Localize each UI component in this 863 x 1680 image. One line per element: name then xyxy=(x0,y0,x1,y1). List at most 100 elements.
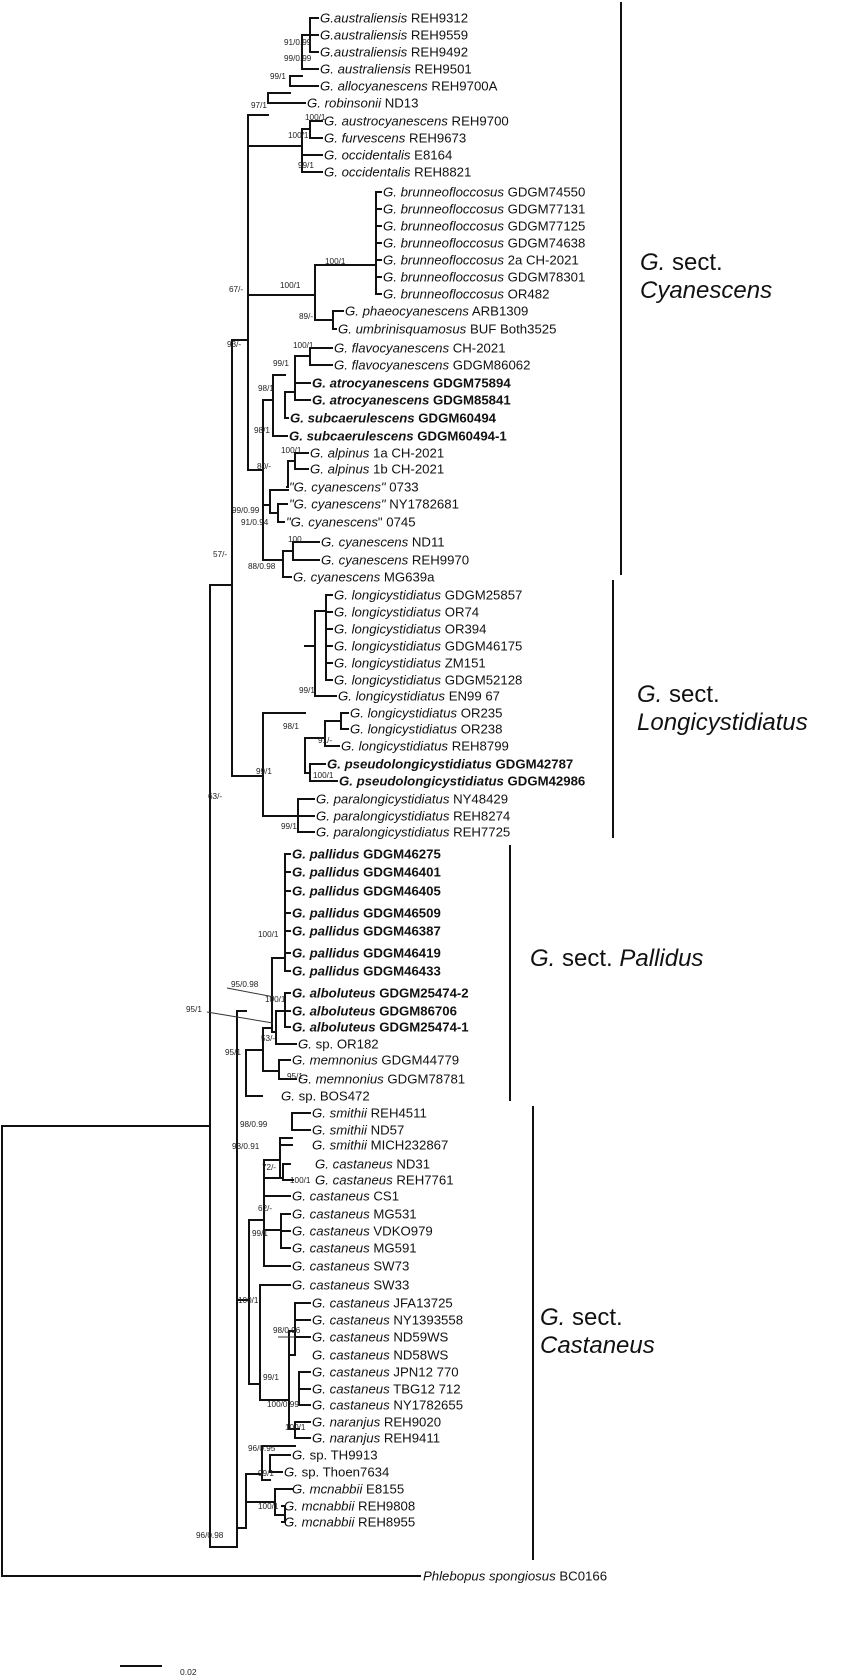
support-value: 100/1 xyxy=(305,113,326,122)
section-name: Cyanescens xyxy=(640,277,772,304)
tip-epithet: cyanescens xyxy=(339,553,409,568)
tip-epithet: australiensis xyxy=(334,11,408,26)
tip-genus: G. xyxy=(312,1123,330,1138)
tip-epithet: pallidus xyxy=(309,847,360,862)
tip-genus: G. xyxy=(312,1330,330,1345)
tip-epithet: castaneus xyxy=(333,1157,394,1172)
tip-voucher: REH7761 xyxy=(393,1173,454,1188)
tip-label: G. castaneus SW33 xyxy=(292,1278,409,1293)
tip-voucher: MICH232867 xyxy=(367,1138,448,1153)
tip-voucher: ZM151 xyxy=(441,656,486,671)
tip-genus: G. xyxy=(292,1224,310,1239)
tip-label: G. furvescens REH9673 xyxy=(324,131,466,146)
tip-epithet: longicystidiatus xyxy=(352,673,442,688)
tip-genus: G. xyxy=(320,28,334,43)
tip-label: G. sp. TH9913 xyxy=(292,1448,378,1463)
tip-label: G. alboluteus GDGM25474-2 xyxy=(292,986,469,1001)
tip-genus: G. xyxy=(292,924,310,939)
tip-epithet: robinsonii xyxy=(325,96,383,111)
section-genus: G. xyxy=(640,249,665,276)
support-value: 99/1 xyxy=(299,686,315,695)
tip-epithet: atrocyanescens xyxy=(330,376,430,391)
tip-epithet: brunneofloccosus xyxy=(401,185,505,200)
tip-voucher: SW33 xyxy=(370,1278,410,1293)
tip-epithet: brunneofloccosus xyxy=(401,253,505,268)
tip-voucher: GDGM74638 xyxy=(504,236,585,251)
tip-epithet: smithii xyxy=(330,1123,368,1138)
tip-voucher: REH9970 xyxy=(408,553,469,568)
tip-label: G. castaneus JFA13725 xyxy=(312,1296,453,1311)
support-value: 100/1 xyxy=(280,281,301,290)
tip-voucher: GDGM46387 xyxy=(359,924,440,939)
tip-genus: G. xyxy=(312,1415,330,1430)
tip-epithet: pseudolongicystidiatus xyxy=(344,757,492,772)
tip-label: G. castaneus ND58WS xyxy=(312,1348,449,1363)
tip-label: G. pallidus GDGM46387 xyxy=(292,924,441,939)
tip-genus: G. xyxy=(324,165,342,180)
tip-voucher: sp. BOS472 xyxy=(299,1089,370,1104)
tip-epithet: subcaerulescens xyxy=(308,411,415,426)
tip-label: G. castaneus MG591 xyxy=(292,1241,417,1256)
tip-genus: G. xyxy=(334,639,352,654)
tip-voucher: GDGM74550 xyxy=(504,185,585,200)
tip-genus: G. xyxy=(312,1382,330,1397)
tip-genus: G. xyxy=(292,946,310,961)
tip-voucher: BUF Both3525 xyxy=(466,322,556,337)
tip-voucher: NY1393558 xyxy=(390,1313,463,1328)
tip-label: G. pseudolongicystidiatus GDGM42787 xyxy=(327,757,573,772)
tip-epithet: paralongicystidiatus xyxy=(333,792,450,807)
tip-epithet: paralongicystidiatus xyxy=(333,809,450,824)
tip-voucher: REH8274 xyxy=(449,809,510,824)
tip-epithet: brunneofloccosus xyxy=(401,219,505,234)
tip-label: G. flavocyanescens CH-2021 xyxy=(334,341,506,356)
support-value: 89/- xyxy=(299,312,313,321)
tip-label: G. castaneus TBG12 712 xyxy=(312,1382,461,1397)
support-leader xyxy=(226,987,275,998)
tip-voucher: E8155 xyxy=(362,1482,404,1497)
tip-genus: G. xyxy=(284,1465,302,1480)
support-value: 96/0.95 xyxy=(248,1444,276,1453)
tip-genus: G. xyxy=(284,1515,302,1530)
tip-voucher: GDGM78781 xyxy=(384,1072,465,1087)
tip-voucher: sp. TH9913 xyxy=(310,1448,378,1463)
tip-genus: G. xyxy=(312,376,330,391)
tip-voucher: CH-2021 xyxy=(449,341,505,356)
tip-genus: G. xyxy=(292,1241,310,1256)
tip-label: G. austrocyanescens REH9700 xyxy=(324,114,509,129)
tip-voucher: OR74 xyxy=(441,605,479,620)
tip-epithet: alboluteus xyxy=(310,1004,376,1019)
tip-epithet: castaneus xyxy=(330,1348,391,1363)
section-name-text: Longicystidiatus xyxy=(637,709,808,736)
tip-label: G. mcnabbii REH8955 xyxy=(284,1515,415,1530)
tip-label: G. memnonius GDGM44779 xyxy=(292,1053,459,1068)
tip-voucher: ND58WS xyxy=(390,1348,449,1363)
tip-label: G. longicystidiatus ZM151 xyxy=(334,656,486,671)
tip-label: "G. cyanescens" 0745 xyxy=(286,515,416,530)
tip-genus: G. xyxy=(312,1431,330,1446)
tip-voucher: GDGM25474-2 xyxy=(376,986,469,1001)
support-value: 98/1 xyxy=(254,426,270,435)
tip-genus: G. xyxy=(334,358,352,373)
support-value: 63/- xyxy=(208,792,222,801)
support-value: 99/1 xyxy=(252,1229,268,1238)
tip-label: G. phaeocyanescens ARB1309 xyxy=(345,304,528,319)
tip-genus: G. xyxy=(289,429,307,444)
section-label: G. sect. xyxy=(540,1304,623,1331)
tip-epithet: smithii xyxy=(330,1138,368,1153)
tip-genus: G. xyxy=(334,341,352,356)
tip-voucher: REH9411 xyxy=(380,1431,440,1446)
tip-genus: G. xyxy=(320,79,338,94)
tip-label: G. castaneus SW73 xyxy=(292,1259,409,1274)
support-value: 91/0.94 xyxy=(241,518,269,527)
tip-voucher: OR235 xyxy=(457,706,502,721)
tip-voucher: 1a CH-2021 xyxy=(369,446,444,461)
tip-label: G. cyanescens REH9970 xyxy=(321,553,469,568)
tip-epithet: longicystidiatus xyxy=(352,656,442,671)
tip-label: G. castaneus NY1782655 xyxy=(312,1398,463,1413)
tip-label: G. castaneus VDKO979 xyxy=(292,1224,433,1239)
tip-label: G. occidentalis E8164 xyxy=(324,148,452,163)
tip-epithet: longicystidiatus xyxy=(368,722,458,737)
tip-epithet: brunneofloccosus xyxy=(401,202,505,217)
tip-epithet: australiensis xyxy=(338,62,412,77)
tip-genus: G. xyxy=(316,792,334,807)
